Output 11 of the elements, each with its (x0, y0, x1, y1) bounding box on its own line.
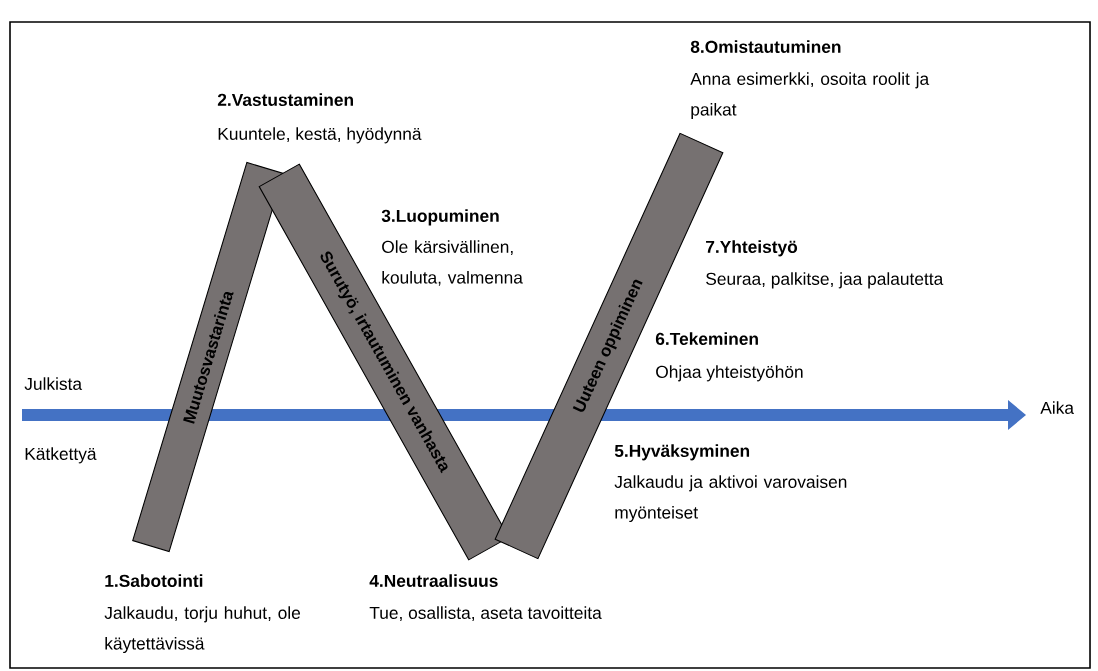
axis-label: Julkista (24, 377, 83, 390)
stage-description: Tue, osallista, aseta tavoitteita (369, 606, 602, 622)
stage-heading: 1.Sabotointi (105, 574, 203, 587)
stage-description: Jalkaudu, torju huhut, ole käytettävissä (104, 606, 300, 654)
stage-description: Anna esimerkki, osoita roolit ja paikat (690, 72, 930, 120)
stage-heading: 4.Neutraalisuus (369, 574, 498, 587)
stage-heading: 2.Vastustaminen (217, 93, 353, 106)
stage-description: Kuuntele, kestä, hyödynnä (218, 127, 422, 144)
axis-label: Aika (1040, 401, 1074, 414)
axis-label: Kätkettyä (25, 447, 97, 464)
stage-heading: 8.Omistautuminen (690, 40, 841, 53)
